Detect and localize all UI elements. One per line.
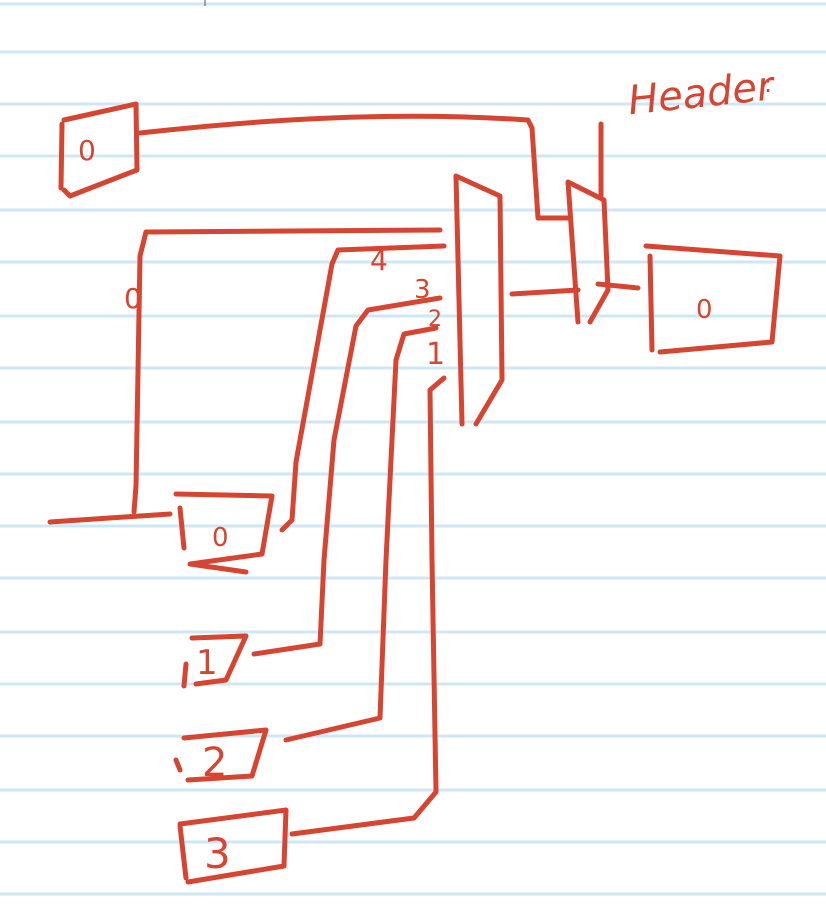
output-mux-shape [565, 179, 611, 325]
big-mux [453, 173, 505, 427]
top-input-register: 0 [58, 101, 140, 199]
output-mux-to-register-wire [595, 281, 641, 291]
mux-port-4: 4 [370, 244, 388, 277]
input-one-block: 1 [181, 633, 249, 689]
header-annotation: Header : [598, 63, 778, 199]
register-label: 0 [212, 523, 229, 553]
top-input-wire [137, 113, 571, 221]
mux-port-2: 2 [428, 307, 442, 332]
output-mux [565, 179, 611, 325]
feedback-loop-wire [131, 227, 443, 515]
top-input-box [58, 101, 140, 199]
output-register-label: 0 [696, 295, 713, 325]
feedback-wire-label: 0 [124, 282, 142, 315]
register-input-wire [47, 511, 173, 525]
output-register-box [643, 243, 783, 355]
input-two-box [173, 727, 269, 783]
wire-port-4 [279, 243, 447, 533]
mux-port-3: 3 [414, 275, 431, 305]
input-three-label: 3 [204, 829, 231, 878]
input-one-box [181, 633, 249, 689]
input-two-block: 2 [173, 727, 269, 786]
input-two-label: 2 [202, 740, 227, 786]
header-label: Header [626, 63, 778, 124]
mux-port-labels: 4 3 2 1 [370, 244, 445, 372]
wire-port-1 [289, 375, 447, 837]
input-three-box [177, 807, 289, 885]
input-one-label: 1 [196, 643, 218, 683]
header-colon: : [764, 70, 772, 98]
mux-port-1: 1 [426, 337, 445, 372]
top-input-label: 0 [78, 134, 96, 167]
wire-port-3 [251, 295, 443, 657]
ruled-lines [0, 0, 826, 896]
big-mux-to-output-mux-wire [509, 287, 581, 297]
big-mux-shape [453, 173, 505, 427]
register-box [173, 491, 275, 575]
output-register: 0 [643, 243, 783, 355]
wire-port-2 [283, 325, 439, 743]
input-three-block: 3 [177, 807, 289, 885]
register-block: 0 [47, 491, 275, 575]
